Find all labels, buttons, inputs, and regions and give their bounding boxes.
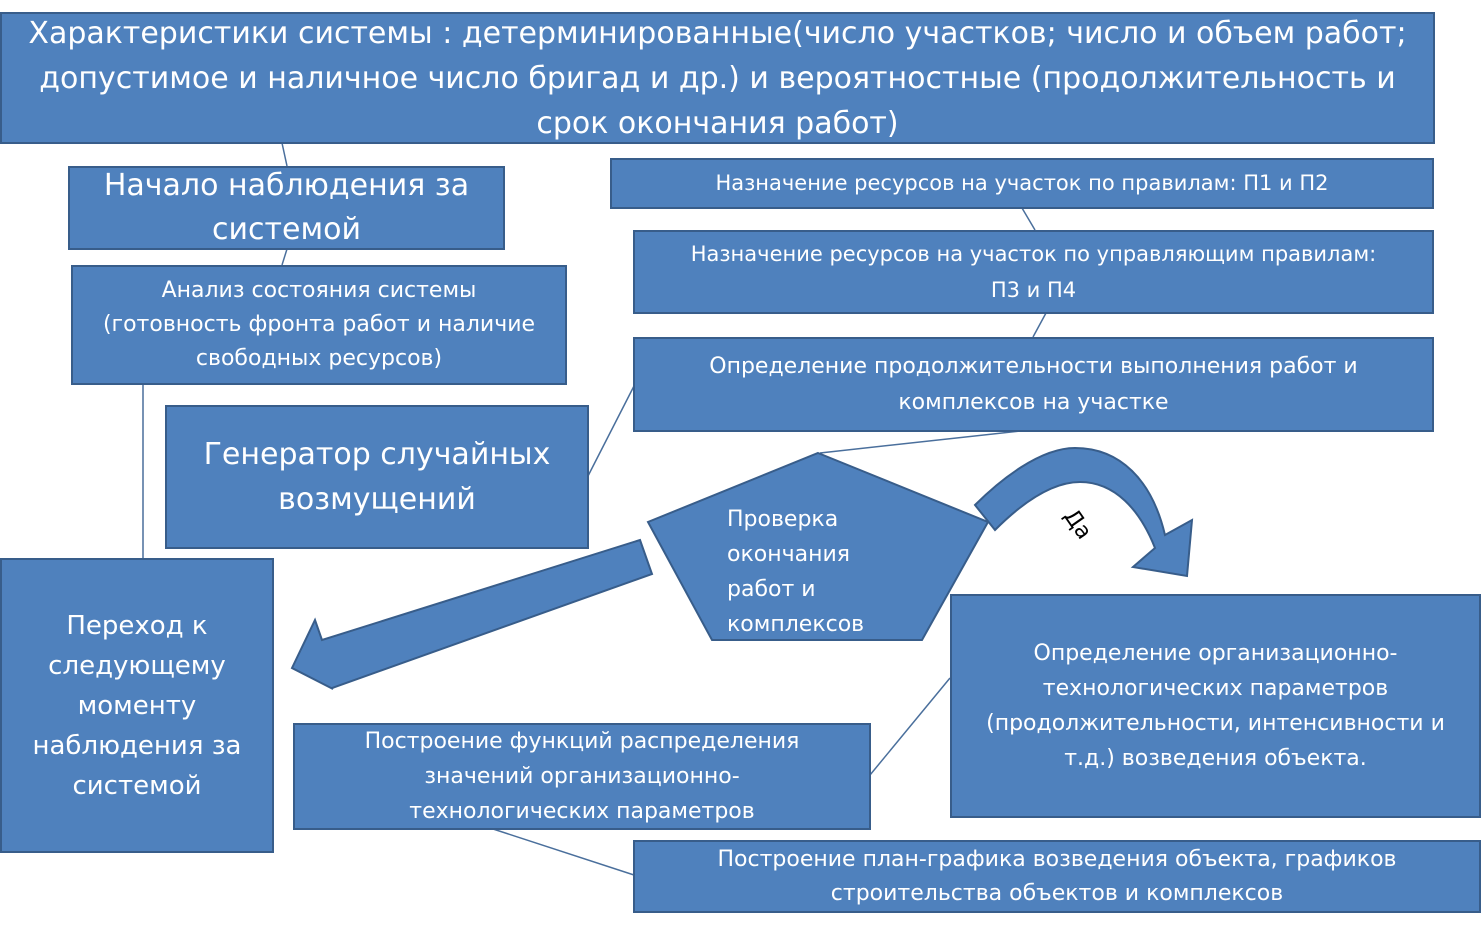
next-moment-box: Переход к следующему моменту наблюдения …: [0, 558, 274, 853]
org-tech-params-line-4: т.д.) возведения объекта.: [1064, 746, 1367, 771]
next-moment-line-2: следующему: [48, 650, 226, 681]
next-moment-line-1: Переход к: [66, 610, 208, 641]
org-tech-params-line-2: технологических параметров: [1042, 676, 1389, 701]
start-observation-line-1: Начало наблюдения за: [103, 168, 470, 203]
check-completion-line-3: работ и: [727, 577, 816, 602]
state-analysis-line-2: (готовность фронта работ и наличие: [102, 312, 536, 337]
state-analysis-line-3: свободных ресурсов): [195, 346, 443, 371]
org-tech-params-line-3: (продолжительности, интенсивности и: [986, 711, 1445, 736]
distribution-functions-line-3: технологических параметров: [409, 799, 755, 824]
next-moment-line-3: моменту: [77, 690, 197, 721]
connector-generator-duration: [587, 385, 635, 477]
distribution-functions-line-2: значений организационно-: [424, 764, 740, 789]
connector-duration-check: [819, 430, 1021, 454]
characteristics-line-3: срок окончания работ): [536, 105, 899, 141]
schedule-line-2: строительства объектов и комплексов: [830, 880, 1284, 906]
arrow-no-to-next-moment: [290, 538, 654, 690]
connector-p3p4-duration: [1032, 312, 1047, 338]
random-generator-box: Генератор случайных возмущений: [165, 405, 589, 549]
assign-p1p2-box: Назначение ресурсов на участок по правил…: [610, 158, 1434, 209]
assign-p1p2-line-1: Назначение ресурсов на участок по правил…: [715, 170, 1329, 195]
system-characteristics-box: Характеристики системы : детерминированн…: [0, 12, 1435, 144]
next-moment-line-5: системой: [72, 770, 202, 801]
random-generator-line-1: Генератор случайных: [203, 437, 551, 472]
duration-line-2: комплексов на участке: [898, 389, 1169, 415]
next-moment-line-4: наблюдения за: [32, 730, 242, 761]
org-tech-params-box: Определение организационно- технологичес…: [950, 594, 1481, 818]
check-completion-line-4: комплексов: [727, 612, 865, 637]
connector-params-distribution: [869, 677, 951, 776]
characteristics-line-2: допустимое и наличное число бригад и др.…: [39, 60, 1396, 96]
state-analysis-line-1: Анализ состояния системы: [161, 278, 477, 303]
state-analysis-box: Анализ состояния системы (готовность фро…: [71, 265, 567, 385]
start-observation-line-2: системой: [212, 212, 361, 247]
check-completion-line-1: Проверка: [727, 507, 839, 532]
org-tech-params-line-1: Определение организационно-: [1033, 641, 1398, 666]
schedule-box: Построение план-графика возведения объек…: [633, 840, 1481, 913]
connector-start-analysis: [281, 248, 288, 266]
arrow-yes-curved: [973, 446, 1194, 578]
check-completion-text: Проверка окончания работ и комплексов: [727, 502, 864, 642]
connector-distribution-schedule: [489, 827, 635, 876]
random-generator-line-2: возмущений: [278, 482, 476, 517]
assign-p3p4-line-1: Назначение ресурсов на участок по управл…: [690, 242, 1377, 266]
assign-p3p4-line-2: П3 и П4: [990, 278, 1077, 302]
duration-line-1: Определение продолжительности выполнения…: [709, 353, 1358, 379]
characteristics-line-1: Характеристики системы : детерминированн…: [28, 15, 1407, 51]
distribution-functions-line-1: Построение функций распределения: [364, 729, 800, 754]
check-completion-pentagon: [646, 451, 990, 641]
schedule-line-1: Построение план-графика возведения объек…: [717, 846, 1397, 872]
connector-p1p2-p3p4: [1021, 207, 1036, 231]
connector-characteristics-start: [281, 142, 288, 167]
duration-box: Определение продолжительности выполнения…: [633, 337, 1434, 432]
assign-p3p4-box: Назначение ресурсов на участок по управл…: [633, 230, 1434, 314]
start-observation-box: Начало наблюдения за системой: [68, 166, 505, 250]
check-completion-line-2: окончания: [727, 542, 850, 567]
distribution-functions-box: Построение функций распределения значени…: [293, 723, 871, 830]
